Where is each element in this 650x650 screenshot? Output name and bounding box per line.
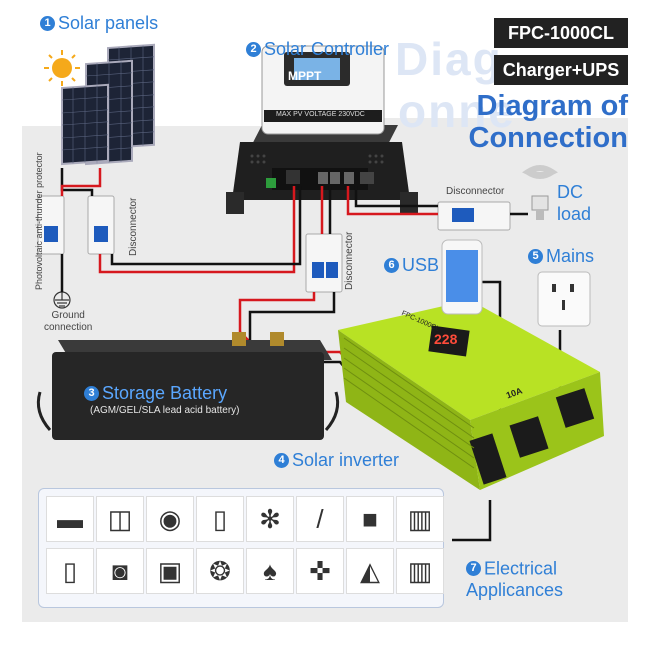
model-tag: FPC-1000CL xyxy=(494,18,628,48)
label-text: Electrical xyxy=(484,558,558,579)
box-fan-icon: ✜ xyxy=(296,548,344,594)
title-line2: Connection xyxy=(468,122,629,154)
watermark-diagram: Diag xyxy=(395,33,503,85)
battery-subtitle: (AGM/GEL/SLA lead acid battery) xyxy=(90,405,240,416)
label-text: USB xyxy=(402,254,440,275)
laptop-icon: ◫ xyxy=(96,496,144,542)
ground-line2: connection xyxy=(44,322,93,333)
desktop-pc-icon: ▣ xyxy=(146,548,194,594)
sun-icon xyxy=(44,50,80,86)
table-lamp-icon: ♠ xyxy=(246,548,294,594)
label-number: 6 xyxy=(384,257,399,273)
phone-icon xyxy=(441,239,483,315)
controller-brand: MPPT xyxy=(288,69,322,83)
label-number: 4 xyxy=(274,452,289,468)
tablet-icon: ▯ xyxy=(46,548,94,594)
range-hood-icon: ◭ xyxy=(346,548,394,594)
ground-line1: Ground xyxy=(51,310,85,321)
mode-tag: Charger+UPS xyxy=(494,55,628,85)
label-text: Storage Battery xyxy=(102,382,228,403)
fan-icon: ✻ xyxy=(246,496,294,542)
label-dc-load: DC load xyxy=(557,181,591,225)
controller-strip: MAX PV VOLTAGE 230VDC xyxy=(276,111,365,118)
tv-icon: ▬ xyxy=(46,496,94,542)
video-camera-icon: ■ xyxy=(346,496,394,542)
dc-load-line2: load xyxy=(557,204,592,224)
label-number: 5 xyxy=(528,248,543,264)
dc-load-breaker xyxy=(437,201,511,231)
label-text: Solar panels xyxy=(58,12,159,33)
cfl-bulb-icon xyxy=(522,165,558,220)
soldering-iron-icon: / xyxy=(296,496,344,542)
watermark-connection: onne xyxy=(398,85,516,137)
camera-icon: ◉ xyxy=(146,496,194,542)
background-panel-top xyxy=(340,118,628,138)
label-number: 7 xyxy=(466,560,481,576)
protector-label: Photovoltaic anti-thunder protector xyxy=(34,152,44,290)
label-text: Solar Controller xyxy=(264,38,390,59)
label-text: Mains xyxy=(546,245,595,266)
ground-label: Ground connection xyxy=(44,310,92,334)
disconnector-label-pv: Disconnector xyxy=(128,197,139,256)
label-number: 1 xyxy=(40,15,55,31)
label-text: Solar inverter xyxy=(292,449,400,470)
title-line1: Diagram of xyxy=(476,90,628,122)
solar-panel-array xyxy=(61,43,155,166)
label-number: 2 xyxy=(246,41,261,57)
diagram-title: Diagram of Connection xyxy=(469,90,629,154)
refrigerator-icon: ▥ xyxy=(396,548,444,594)
battery-breaker xyxy=(305,233,343,293)
label-text-line2: Applicances xyxy=(466,580,564,601)
ground-icon xyxy=(53,291,71,309)
solar-inverter xyxy=(338,300,604,490)
solar-controller xyxy=(226,45,418,214)
storage-battery xyxy=(36,332,340,440)
washing-machine-icon: ▥ xyxy=(396,496,444,542)
wall-socket-icon xyxy=(537,271,591,327)
cfl-bulb-icon: ❂ xyxy=(196,548,244,594)
air-cooler-icon: ▯ xyxy=(196,496,244,542)
camcorder-icon: ◙ xyxy=(96,548,144,594)
label-number: 3 xyxy=(84,385,99,401)
dc-load-line1: DC xyxy=(557,182,583,202)
disconnector-label-dc: Disconnector xyxy=(446,186,505,197)
inverter-display: 228 xyxy=(434,331,458,347)
disconnector-label-battery: Disconnector xyxy=(344,231,355,290)
pv-breakers xyxy=(37,195,115,255)
